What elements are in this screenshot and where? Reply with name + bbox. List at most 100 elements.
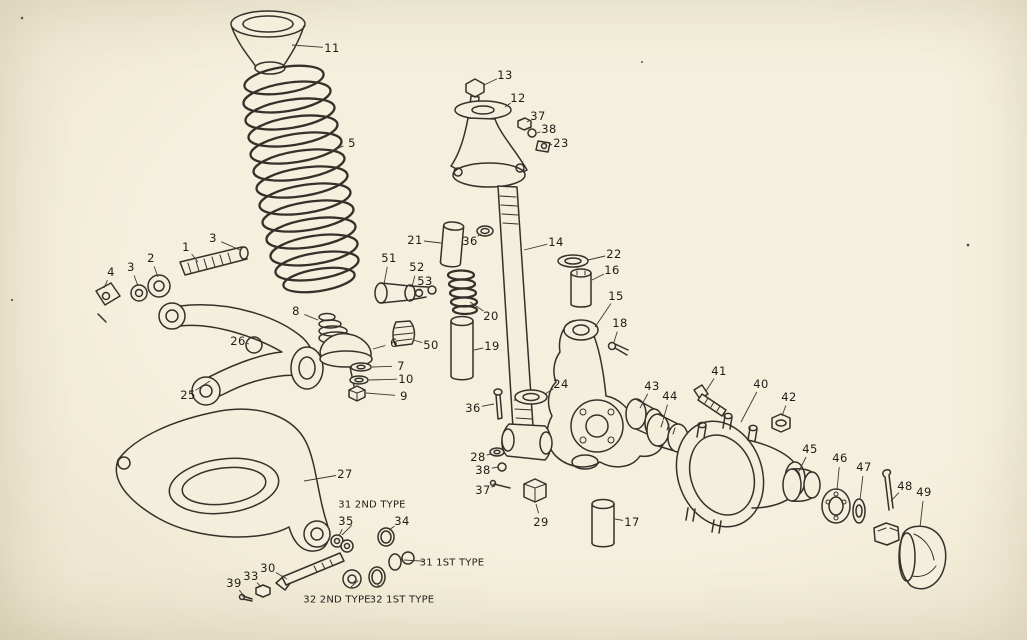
- leader-line: [195, 380, 211, 391]
- ring-36-upper: [476, 225, 494, 237]
- leader-line: [614, 518, 624, 521]
- leader-line: [403, 559, 424, 562]
- leader-line: [365, 392, 396, 396]
- steering-link: [374, 282, 437, 304]
- pin-39: [238, 593, 253, 602]
- leader-line: [639, 393, 649, 409]
- wheel-stud-41: [693, 384, 727, 417]
- leader-line: [587, 255, 606, 261]
- nut-33: [255, 584, 271, 598]
- leader-line: [705, 378, 715, 392]
- leader-line: [740, 391, 758, 423]
- bump-stop-50: [392, 320, 416, 347]
- spacer-45: [782, 468, 821, 502]
- coil-spring: [242, 64, 360, 294]
- bush-16: [570, 268, 592, 308]
- leader-line: [329, 145, 344, 152]
- steering-knuckle: [546, 319, 665, 470]
- leader-line: [662, 404, 668, 421]
- leader-line: [275, 572, 288, 580]
- washer-32-second-type: [342, 569, 362, 589]
- leader-line: [469, 301, 484, 312]
- bush-17: [591, 498, 615, 548]
- leader-line: [481, 403, 495, 407]
- grease-cap-49: [898, 525, 947, 590]
- leader-line: [504, 102, 511, 108]
- leader-line: [473, 347, 484, 351]
- bolt-30: [275, 552, 345, 591]
- leader-line: [341, 524, 353, 536]
- nut-29: [523, 478, 547, 503]
- bush-2: [147, 274, 171, 298]
- leader-line: [388, 525, 395, 531]
- paper-specks: [10, 16, 970, 302]
- washer-28: [489, 447, 505, 457]
- leader-line: [412, 339, 423, 344]
- leader-line: [239, 589, 244, 596]
- leader-line: [383, 266, 388, 285]
- leader-line: [338, 529, 343, 537]
- leader-line: [191, 253, 199, 263]
- leader-line: [491, 485, 496, 488]
- ring-34: [377, 527, 395, 547]
- leader-line: [483, 78, 498, 86]
- split-pin-and-nut-48: [873, 469, 900, 546]
- shock-top-mount: [450, 78, 528, 188]
- nut-37-upper: [517, 117, 532, 131]
- leader-line: [594, 303, 612, 328]
- trunnion: [501, 389, 553, 461]
- bolt-18: [607, 341, 629, 356]
- leader-line: [491, 466, 499, 469]
- nut-42: [771, 413, 791, 433]
- bush-21: [439, 221, 465, 268]
- leader-line: [372, 345, 386, 350]
- plate-4: [95, 282, 121, 323]
- clamp-23: [535, 140, 551, 153]
- cotter-pin-36-lower: [493, 388, 503, 420]
- pin-37-lower: [489, 479, 511, 489]
- leader-line: [291, 44, 324, 48]
- leader-line: [411, 275, 416, 288]
- leader-line: [859, 475, 864, 501]
- leader-line: [221, 241, 241, 251]
- washer-47: [852, 498, 866, 524]
- leader-line: [535, 503, 540, 514]
- upper-wishbone: [158, 302, 324, 406]
- leader-line: [477, 233, 482, 237]
- leader-line: [256, 582, 262, 588]
- leader-line: [591, 273, 605, 281]
- ball-joint-boot: [318, 312, 373, 387]
- leader-line: [133, 275, 139, 287]
- ring-32-first-type: [368, 566, 386, 588]
- washers-31-first-type: [388, 551, 415, 571]
- leader-line: [486, 453, 492, 456]
- leader-line: [536, 131, 541, 134]
- leader-line: [153, 266, 159, 278]
- washer-38-upper: [527, 128, 537, 138]
- leader-line: [890, 492, 900, 502]
- leader-line: [781, 405, 787, 417]
- leader-line: [304, 313, 319, 321]
- leader-line: [526, 119, 531, 123]
- leader-line: [371, 365, 393, 368]
- leader-line: [350, 580, 359, 588]
- washers-35: [330, 534, 354, 553]
- leader-line: [836, 466, 840, 491]
- leader-line: [246, 342, 250, 345]
- bush-19: [450, 315, 474, 381]
- ring-22: [557, 254, 589, 268]
- washer-3: [130, 284, 148, 302]
- leader-line: [368, 378, 398, 381]
- lower-wishbone: [115, 408, 331, 552]
- fulcrum-pin: [179, 246, 249, 276]
- washer-10: [349, 375, 369, 385]
- bearing-46: [821, 488, 851, 524]
- leader-line: [523, 243, 548, 251]
- leader-line: [418, 288, 421, 292]
- leader-line: [377, 584, 380, 587]
- spring-top-cup: [230, 10, 306, 75]
- leader-line: [423, 240, 442, 244]
- washer-7: [350, 362, 372, 372]
